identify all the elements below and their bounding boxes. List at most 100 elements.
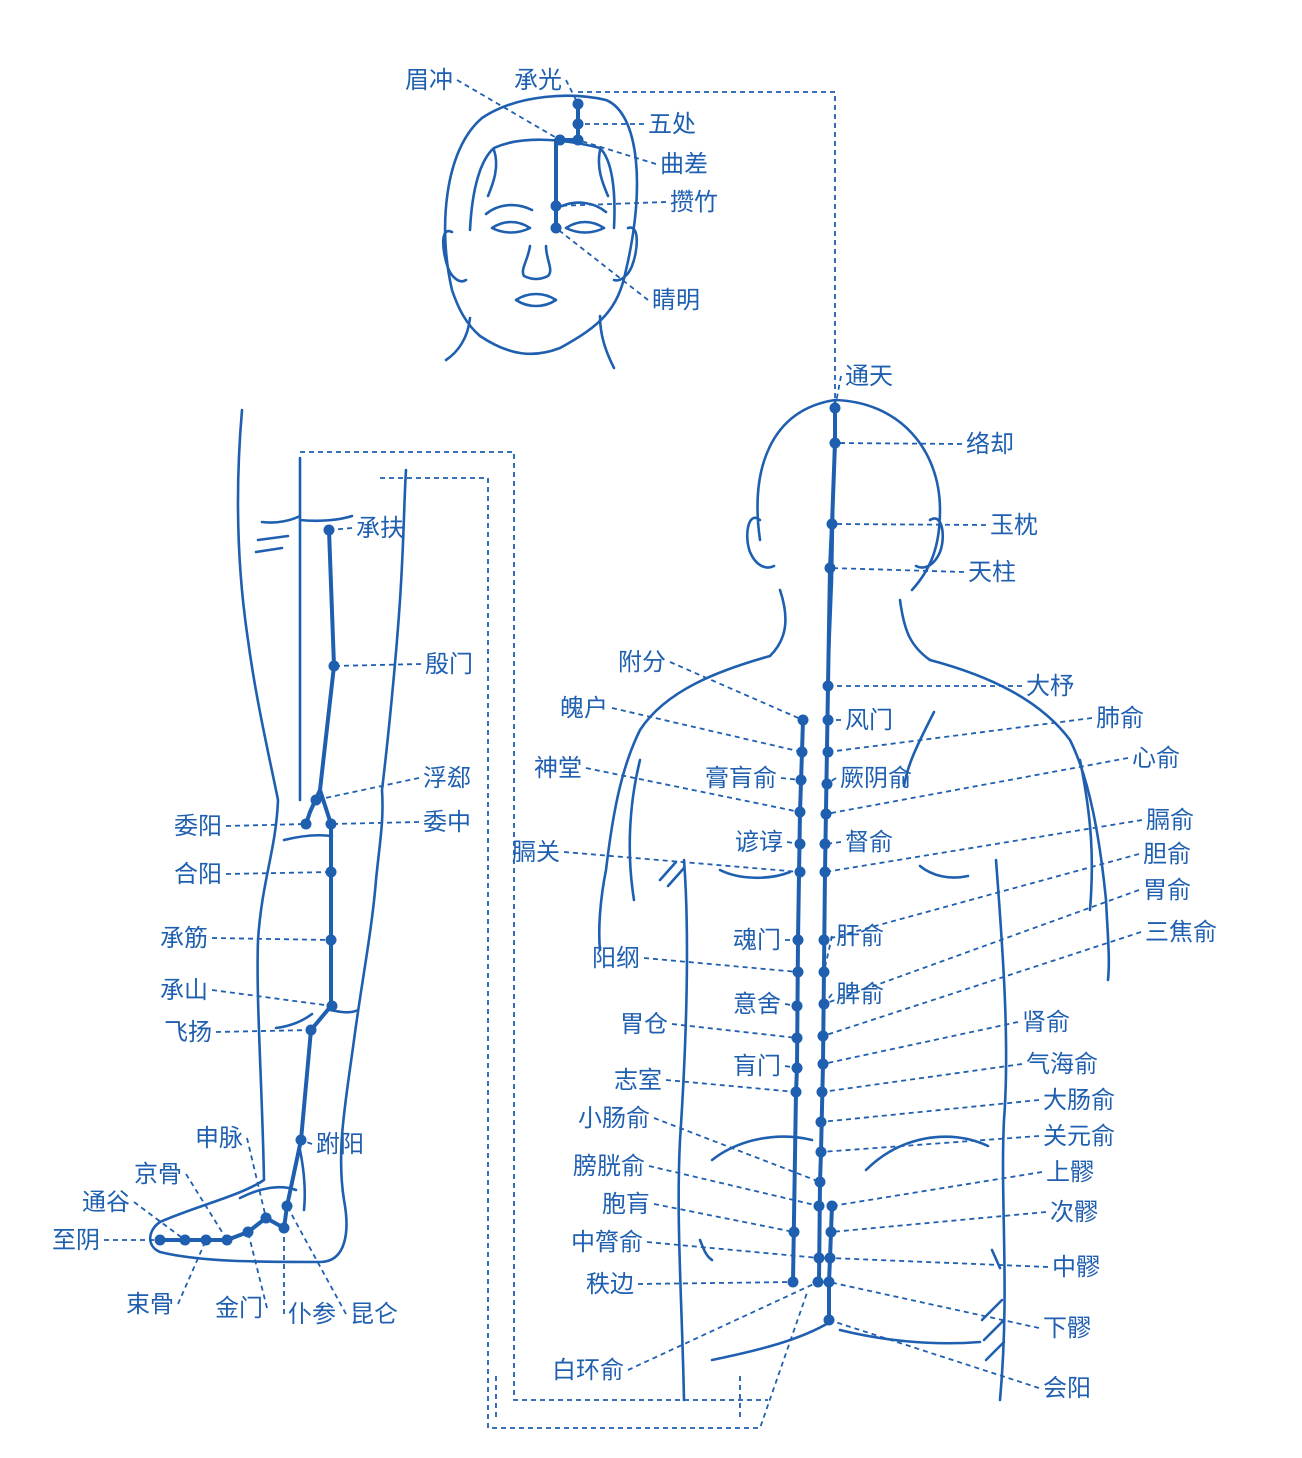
acupoint-xiaochangshu bbox=[815, 1177, 826, 1188]
label-feiyang: 飞扬 bbox=[164, 1018, 212, 1046]
acupoint-yanggang bbox=[793, 967, 804, 978]
acupoint-shangliao bbox=[827, 1201, 838, 1212]
acupoint-tonggu bbox=[180, 1235, 191, 1246]
acupoint-weishu bbox=[819, 999, 830, 1010]
acupoint-fuxi bbox=[311, 795, 322, 806]
acupoint-shugu bbox=[201, 1235, 212, 1246]
acupoint-qihaishu bbox=[817, 1087, 828, 1098]
label-chengfu: 承扶 bbox=[356, 514, 404, 542]
label-weishu: 胃俞 bbox=[1143, 876, 1191, 904]
label-kunlun: 昆仑 bbox=[350, 1300, 398, 1328]
leader-shenshu bbox=[823, 1022, 1018, 1064]
label-tongtian: 通天 bbox=[845, 362, 893, 390]
label-ciliao: 次髎 bbox=[1050, 1198, 1098, 1226]
label-yinmen: 殷门 bbox=[425, 650, 473, 678]
leader-heyang bbox=[226, 872, 331, 874]
acupoint-fufen bbox=[798, 715, 809, 726]
acupoint-pangguangshu bbox=[814, 1201, 825, 1212]
acupoint-xinshu bbox=[821, 809, 832, 820]
label-jueyinshu: 厥阴俞 bbox=[840, 764, 912, 792]
leader-shangliao bbox=[832, 1172, 1042, 1206]
acupoint-baohuang bbox=[789, 1227, 800, 1238]
acupoint-geshu bbox=[820, 867, 831, 878]
acupoint-gaohuangshu bbox=[796, 775, 807, 786]
acupoint-chengshan bbox=[327, 1001, 338, 1012]
label-shangliao: 上髎 bbox=[1046, 1158, 1094, 1186]
label-luoque: 络却 bbox=[966, 430, 1014, 458]
acupoint-huiyang bbox=[824, 1315, 835, 1326]
acupoint-dachangshu bbox=[816, 1117, 827, 1128]
acupoint-luoque bbox=[830, 438, 841, 449]
acupoint-sanjiaoshu bbox=[818, 1031, 829, 1042]
leader-weizhong bbox=[331, 822, 419, 824]
acupoint-chengjin bbox=[326, 935, 337, 946]
acupoint-weiyang bbox=[301, 819, 312, 830]
label-zhongliao: 中髎 bbox=[1052, 1253, 1100, 1281]
acupoint-jingming bbox=[551, 223, 562, 234]
leader-jinggu bbox=[186, 1174, 227, 1240]
label-fuxi: 浮郄 bbox=[423, 764, 471, 792]
label-dushu: 督俞 bbox=[845, 828, 893, 856]
label-jinggu: 京骨 bbox=[134, 1160, 182, 1188]
label-shenmai: 申脉 bbox=[195, 1124, 243, 1152]
acupoint-shenshu bbox=[818, 1059, 829, 1070]
leader-tonggu bbox=[134, 1202, 185, 1240]
acupoint-labels: 承光眉冲五处曲差攒竹睛明通天络却玉枕天柱大杼风门肺俞厥阴俞心俞督俞膈俞胆俞肝俞胃… bbox=[52, 66, 1217, 1402]
acupoint-weicang bbox=[792, 1033, 803, 1044]
label-xialiao: 下髎 bbox=[1043, 1314, 1091, 1342]
leader-qihaishu bbox=[822, 1064, 1022, 1092]
leader-tianzhu bbox=[830, 568, 964, 572]
leader-xialiao bbox=[829, 1282, 1039, 1328]
label-sanjiaoshu: 三焦俞 bbox=[1145, 918, 1217, 946]
label-zhishi: 志室 bbox=[614, 1066, 662, 1094]
label-jinmen: 金门 bbox=[215, 1294, 263, 1322]
label-xiaochangshu: 小肠俞 bbox=[578, 1104, 650, 1132]
label-wuchu: 五处 bbox=[648, 110, 696, 138]
label-qucha: 曲差 bbox=[660, 150, 708, 178]
leader-fufen bbox=[670, 662, 803, 720]
label-weicang: 胃仓 bbox=[620, 1010, 668, 1038]
label-baihuanshu: 白环俞 bbox=[552, 1356, 624, 1384]
label-tonggu: 通谷 bbox=[82, 1188, 130, 1216]
leader-huiyang bbox=[829, 1320, 1039, 1388]
label-cuanzhu: 攒竹 bbox=[670, 188, 718, 216]
label-tianzhu: 天柱 bbox=[968, 558, 1016, 586]
acupoint-markers bbox=[155, 99, 841, 1326]
acupoint-jueyinshu bbox=[822, 779, 833, 790]
label-ganshu: 肝俞 bbox=[836, 922, 884, 950]
acupoint-heyang bbox=[326, 867, 337, 878]
acupoint-chengfu bbox=[324, 525, 335, 536]
label-chengjin: 承筋 bbox=[160, 924, 208, 952]
label-weizhong: 委中 bbox=[423, 808, 471, 836]
label-feishu: 肺俞 bbox=[1096, 704, 1144, 732]
label-fengmen: 风门 bbox=[845, 706, 893, 734]
acupoint-shenmai bbox=[261, 1213, 272, 1224]
leader-luoque bbox=[835, 443, 962, 444]
label-yuzhen: 玉枕 bbox=[990, 511, 1038, 539]
leader-baohuang bbox=[654, 1204, 794, 1232]
label-shugu: 束骨 bbox=[126, 1290, 174, 1318]
label-yixi: 谚谆 bbox=[735, 828, 783, 856]
label-guanyuanshu: 关元俞 bbox=[1043, 1122, 1115, 1150]
back-outline bbox=[599, 400, 1109, 1400]
acupoint-danshu bbox=[819, 935, 830, 946]
acupoint-yixi bbox=[795, 839, 806, 850]
label-fuyang: 跗阳 bbox=[316, 1130, 364, 1158]
acupoint-dazhu bbox=[823, 681, 834, 692]
back-meridian bbox=[793, 408, 835, 1320]
acupoint-baihuanshu bbox=[813, 1277, 824, 1288]
label-zhonglvshu: 中膂俞 bbox=[571, 1228, 643, 1256]
leader-weicang bbox=[672, 1024, 797, 1038]
acupoint-feiyang bbox=[306, 1025, 317, 1036]
acupoint-zhonglvshu bbox=[814, 1253, 825, 1264]
acupoint-tongtian bbox=[830, 403, 841, 414]
leader-chengshan bbox=[212, 990, 332, 1006]
acupoint-xialiao bbox=[824, 1277, 835, 1288]
leader-ciliao bbox=[831, 1212, 1046, 1232]
acupoint-jinmen bbox=[243, 1227, 254, 1238]
leader-shugu bbox=[178, 1240, 206, 1304]
acupoint-yinmen bbox=[329, 661, 340, 672]
label-chengshan: 承山 bbox=[160, 976, 208, 1004]
